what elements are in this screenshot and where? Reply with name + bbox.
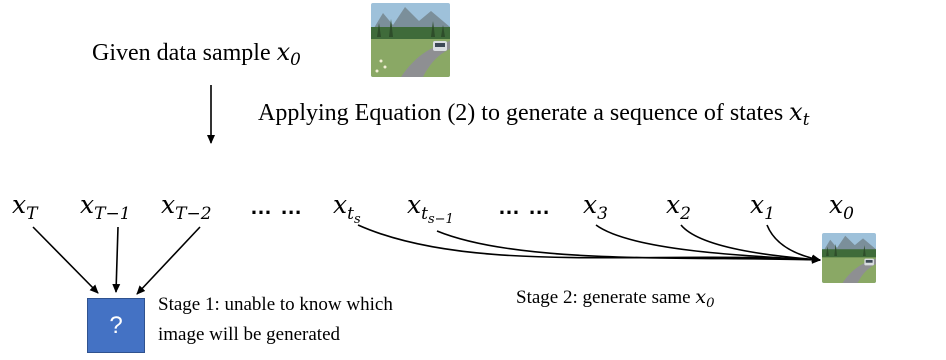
state-x3: x3: [583, 190, 608, 224]
state-xts-minus-1: xts−1: [407, 190, 454, 227]
question-mark: ?: [109, 311, 123, 339]
stage1-line1: Stage 1: unable to know which: [158, 294, 393, 315]
state-xT: xT: [12, 190, 38, 224]
state-x2: x2: [666, 190, 691, 224]
generated-image-thumbnail: [822, 233, 876, 283]
state-xT-minus-2: xT−2: [161, 190, 212, 224]
arrow-xT2-to-box: [136, 226, 201, 295]
apply-var: xt: [789, 98, 810, 130]
unknown-image-box: ?: [87, 298, 145, 353]
state-xT-minus-1: xT−1: [80, 190, 131, 224]
given-label: Given data sample: [92, 40, 271, 66]
stage1-line2: image will be generated: [158, 324, 341, 345]
stage2-var: x0: [695, 286, 715, 311]
stage2-text: Stage 2: generate same x0: [516, 286, 715, 311]
state-xts: xts: [333, 190, 361, 227]
curve-x3-to-x0: [595, 224, 821, 264]
arrow-xT1-to-box: [112, 226, 121, 293]
apply-label: Applying Equation (2) to generate a sequ…: [258, 100, 784, 126]
state-x0: x0: [829, 190, 854, 224]
given-sample-text: Given data sample x0: [92, 38, 301, 70]
arrow-xT-to-box: [32, 226, 99, 294]
apply-equation-text: Applying Equation (2) to generate a sequ…: [258, 98, 810, 130]
state-x1: x1: [750, 190, 775, 224]
curve-xts1-to-x0: [436, 230, 821, 264]
curve-x2-to-x0: [680, 224, 821, 264]
given-var: x0: [276, 38, 301, 70]
curve-x1-to-x0: [766, 224, 821, 263]
stage2-label: Stage 2: generate same: [516, 287, 691, 308]
curve-xts-to-x0: [357, 224, 821, 264]
sample-image-thumbnail: [371, 3, 450, 77]
ellipsis-2: … …: [498, 194, 552, 219]
ellipsis-1: … …: [250, 194, 304, 219]
